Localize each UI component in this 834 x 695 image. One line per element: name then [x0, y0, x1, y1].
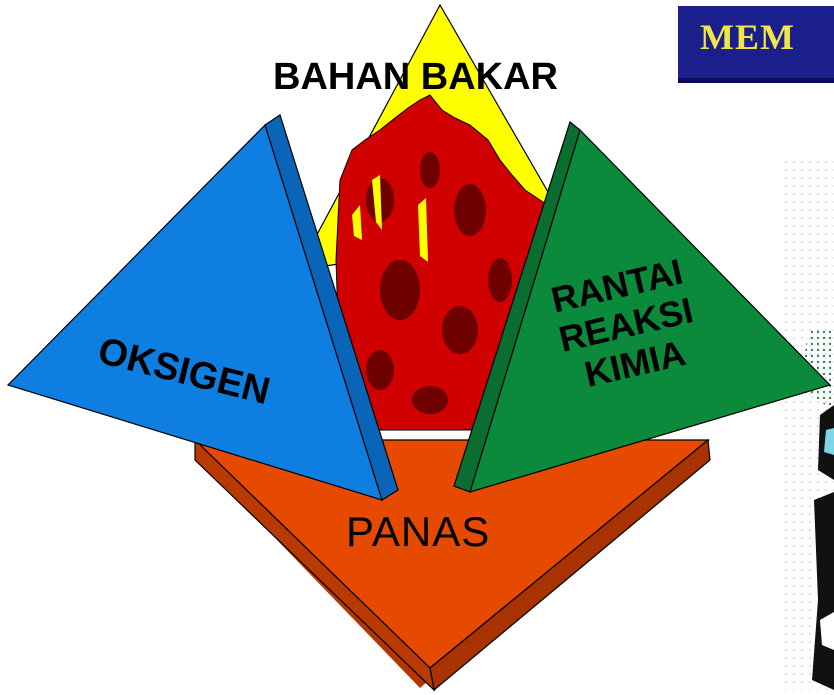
flame-highlights: [352, 175, 428, 262]
clipart-figure: [812, 405, 834, 690]
oxygen-triangle: [6, 114, 399, 501]
title-text: MEM: [700, 17, 795, 57]
fuel-label: BAHAN BAKAR: [273, 56, 558, 98]
chain-reaction-triangle: [453, 120, 832, 493]
heat-label: PANAS: [346, 508, 491, 555]
heat-triangle: [193, 438, 711, 692]
title-banner: MEM: [678, 6, 834, 83]
